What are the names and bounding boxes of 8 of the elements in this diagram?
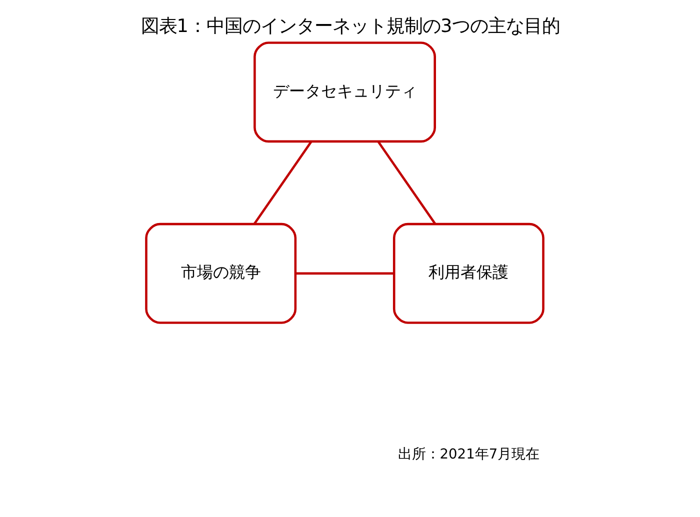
node-box: 利用者保護 bbox=[392, 222, 544, 324]
connector bbox=[252, 141, 312, 224]
node-box: 市場の競争 bbox=[144, 222, 296, 324]
diagram-title: 図表1：中国のインターネット規制の3つの主な目的 bbox=[140, 16, 560, 38]
connector bbox=[295, 272, 394, 275]
connector bbox=[376, 141, 436, 224]
node-box: データセキュリティ bbox=[253, 42, 436, 143]
caption: 出所：2021年7月現在 bbox=[397, 446, 540, 462]
